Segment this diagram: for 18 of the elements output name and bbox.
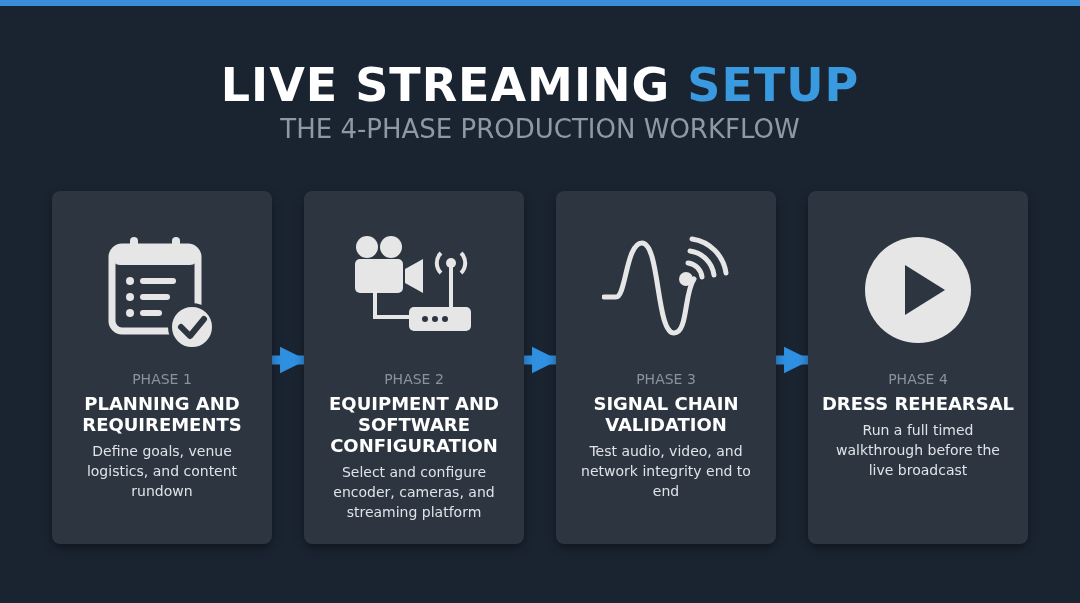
phase-number: PHASE 4 <box>887 371 949 387</box>
phase-card <box>556 191 776 544</box>
title: LIVE STREAMING SETUP <box>220 58 860 112</box>
subtitle: THE 4-PHASE PRODUCTION WORKFLOW <box>280 114 800 144</box>
phase-card <box>304 191 524 544</box>
phase-description: Select and configure encoder, cameras, and streaming platform <box>332 463 496 522</box>
phase-description: Run a full timed walkthrough before the live broadcast <box>835 421 1001 480</box>
phase-heading: EQUIPMENT AND SOFTWARE CONFIGURATION <box>328 393 500 456</box>
phase-description: Define goals, venue logistics, and content rundown <box>85 442 239 501</box>
phase-description: Test audio, video, and network integrity end to end <box>580 442 752 501</box>
phase-card <box>808 191 1028 544</box>
phase-heading: DRESS REHEARSAL <box>820 393 1016 414</box>
phase-number: PHASE 3 <box>635 371 697 387</box>
phase-card <box>52 191 272 544</box>
phase-number: PHASE 2 <box>383 371 445 387</box>
phase-heading: SIGNAL CHAIN VALIDATION <box>592 393 740 435</box>
phase-number: PHASE 1 <box>131 371 193 387</box>
phase-heading: PLANNING AND REQUIREMENTS <box>81 393 243 435</box>
